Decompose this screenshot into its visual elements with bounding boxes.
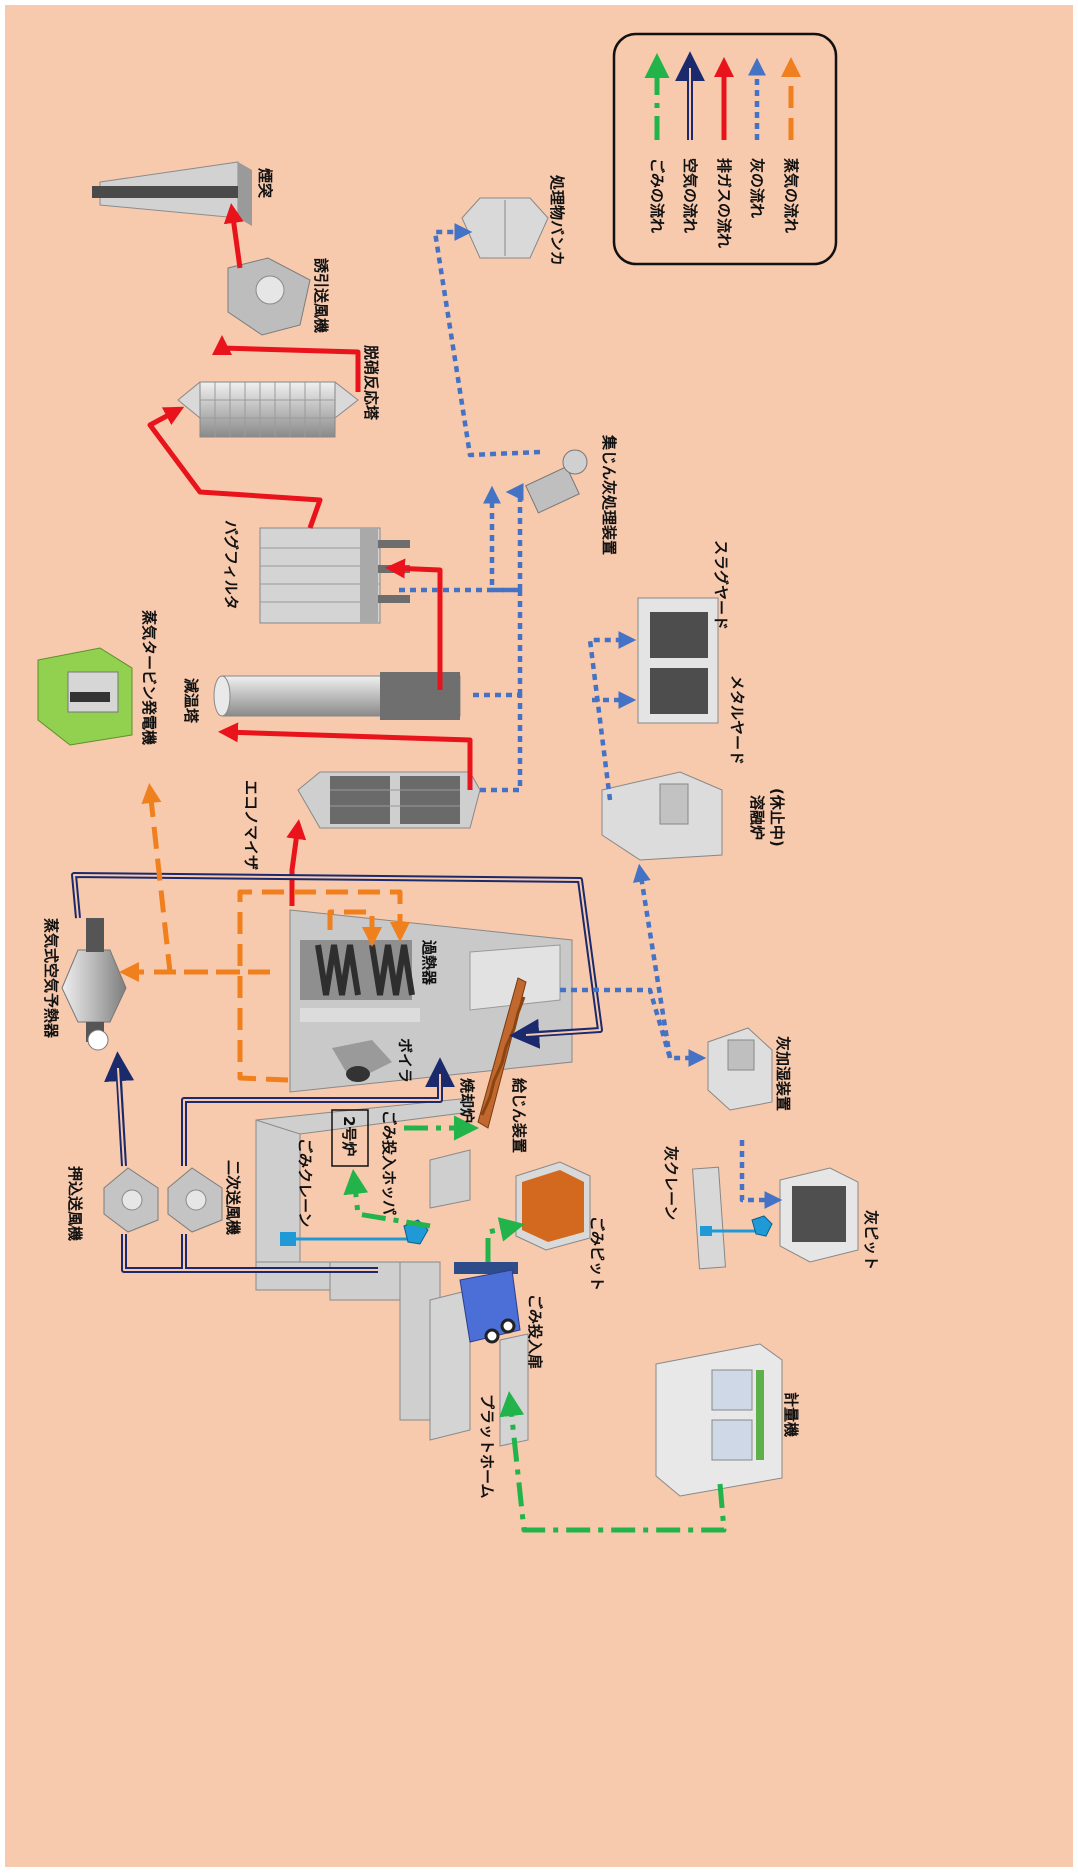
label-furnace-no2: 2号炉 [340,1116,358,1156]
label-feeder: 給じん装置 [510,1078,528,1153]
label-ash-crane: 灰クレーン [662,1146,680,1220]
waste-pit [516,1162,590,1250]
label-forced-fan: 押込送風機 [66,1166,84,1241]
label-steam-turbine: 蒸気タービン発電機 [140,610,158,745]
label-melting-furnace: 溶融炉 [748,795,766,840]
label-slag-yard: スラグヤード [712,540,730,630]
label-residue-bunker: 処理物バンカ [548,174,566,266]
label-bag-filter: バグフィルタ [222,520,240,610]
legend-label-waste: ごみの流れ [648,158,666,233]
label-platform: プラットホーム [478,1394,496,1499]
label-air-preheater: 蒸気式空気予熱器 [42,918,60,1039]
label-induced-fan: 誘引送風機 [312,258,330,333]
legend-label-steam: 蒸気の流れ [782,158,800,233]
label-weighing: 計量機 [782,1392,800,1437]
label-incinerator: 焼却炉 [458,1078,476,1123]
ash-pit [780,1168,858,1262]
slag-metal-yard [638,598,718,723]
label-boiler: ボイラ [396,1038,414,1083]
weighing-station [656,1344,782,1496]
steam-turbine-generator [38,648,132,745]
label-fly-ash-unit: 集じん灰処理装置 [600,434,618,555]
label-waste-hopper: ごみ投入ホッパ [380,1110,398,1215]
boiler-superheater-block [290,910,572,1092]
legend-label-air: 空気の流れ [681,158,699,233]
label-waste-pit: ごみピット [588,1216,606,1291]
label-economizer: エコノマイザ [242,780,260,870]
label-denitration-tower: 脱硝反応塔 [362,345,380,421]
gas-cooling-tower [214,672,460,720]
label-superheater: 過熱器 [420,939,438,986]
label-melting-furnace-status: (休止中) [768,788,786,847]
label-waste-crane: ごみクレーン [296,1138,314,1227]
label-waste-door: ごみ投入扉 [526,1294,544,1369]
legend-label-exhaust: 排ガスの流れ [715,158,733,248]
label-ash-pit: 灰ピット [862,1210,880,1270]
label-ash-humidifier: 灰加湿装置 [774,1036,792,1111]
label-secondary-fan: 二次送風機 [224,1160,242,1235]
label-metal-yard: メタルヤード [728,675,746,765]
label-cooling-tower: 減温塔 [182,678,200,724]
economizer [298,772,480,828]
denitration-tower [178,382,358,437]
legend-label-ash: 灰の流れ [748,158,766,218]
label-chimney: 煙突 [256,168,274,198]
